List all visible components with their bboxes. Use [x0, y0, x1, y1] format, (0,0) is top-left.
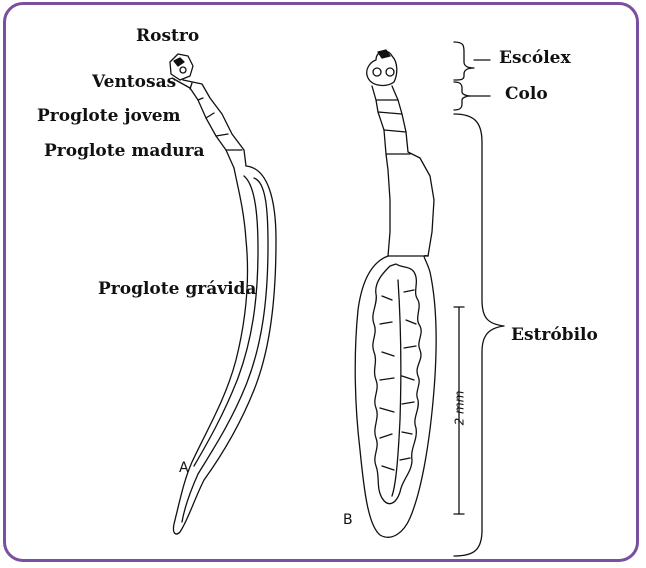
label-proglote-jovem: Proglote jovem — [37, 108, 181, 125]
colo-brace — [454, 82, 470, 110]
label-rostro: Rostro — [136, 28, 199, 45]
label-proglote-gravida: Proglote grávida — [98, 281, 256, 298]
label-estrobilo: Estróbilo — [511, 327, 598, 344]
escolex-brace — [454, 42, 474, 80]
specimen-a-gravid-body — [173, 166, 276, 534]
label-ventosas: Ventosas — [92, 74, 176, 91]
specimen-b-drawing — [355, 50, 436, 537]
label-colo: Colo — [505, 86, 548, 103]
label-specimen-b: B — [343, 513, 353, 527]
label-scale: 2 mm — [453, 391, 465, 426]
specimen-b-gravid-proglottid — [355, 256, 436, 538]
label-specimen-a: A — [179, 461, 189, 475]
estrobilo-brace — [454, 114, 504, 556]
label-escolex: Escólex — [499, 50, 571, 67]
label-proglote-madura: Proglote madura — [44, 143, 205, 160]
